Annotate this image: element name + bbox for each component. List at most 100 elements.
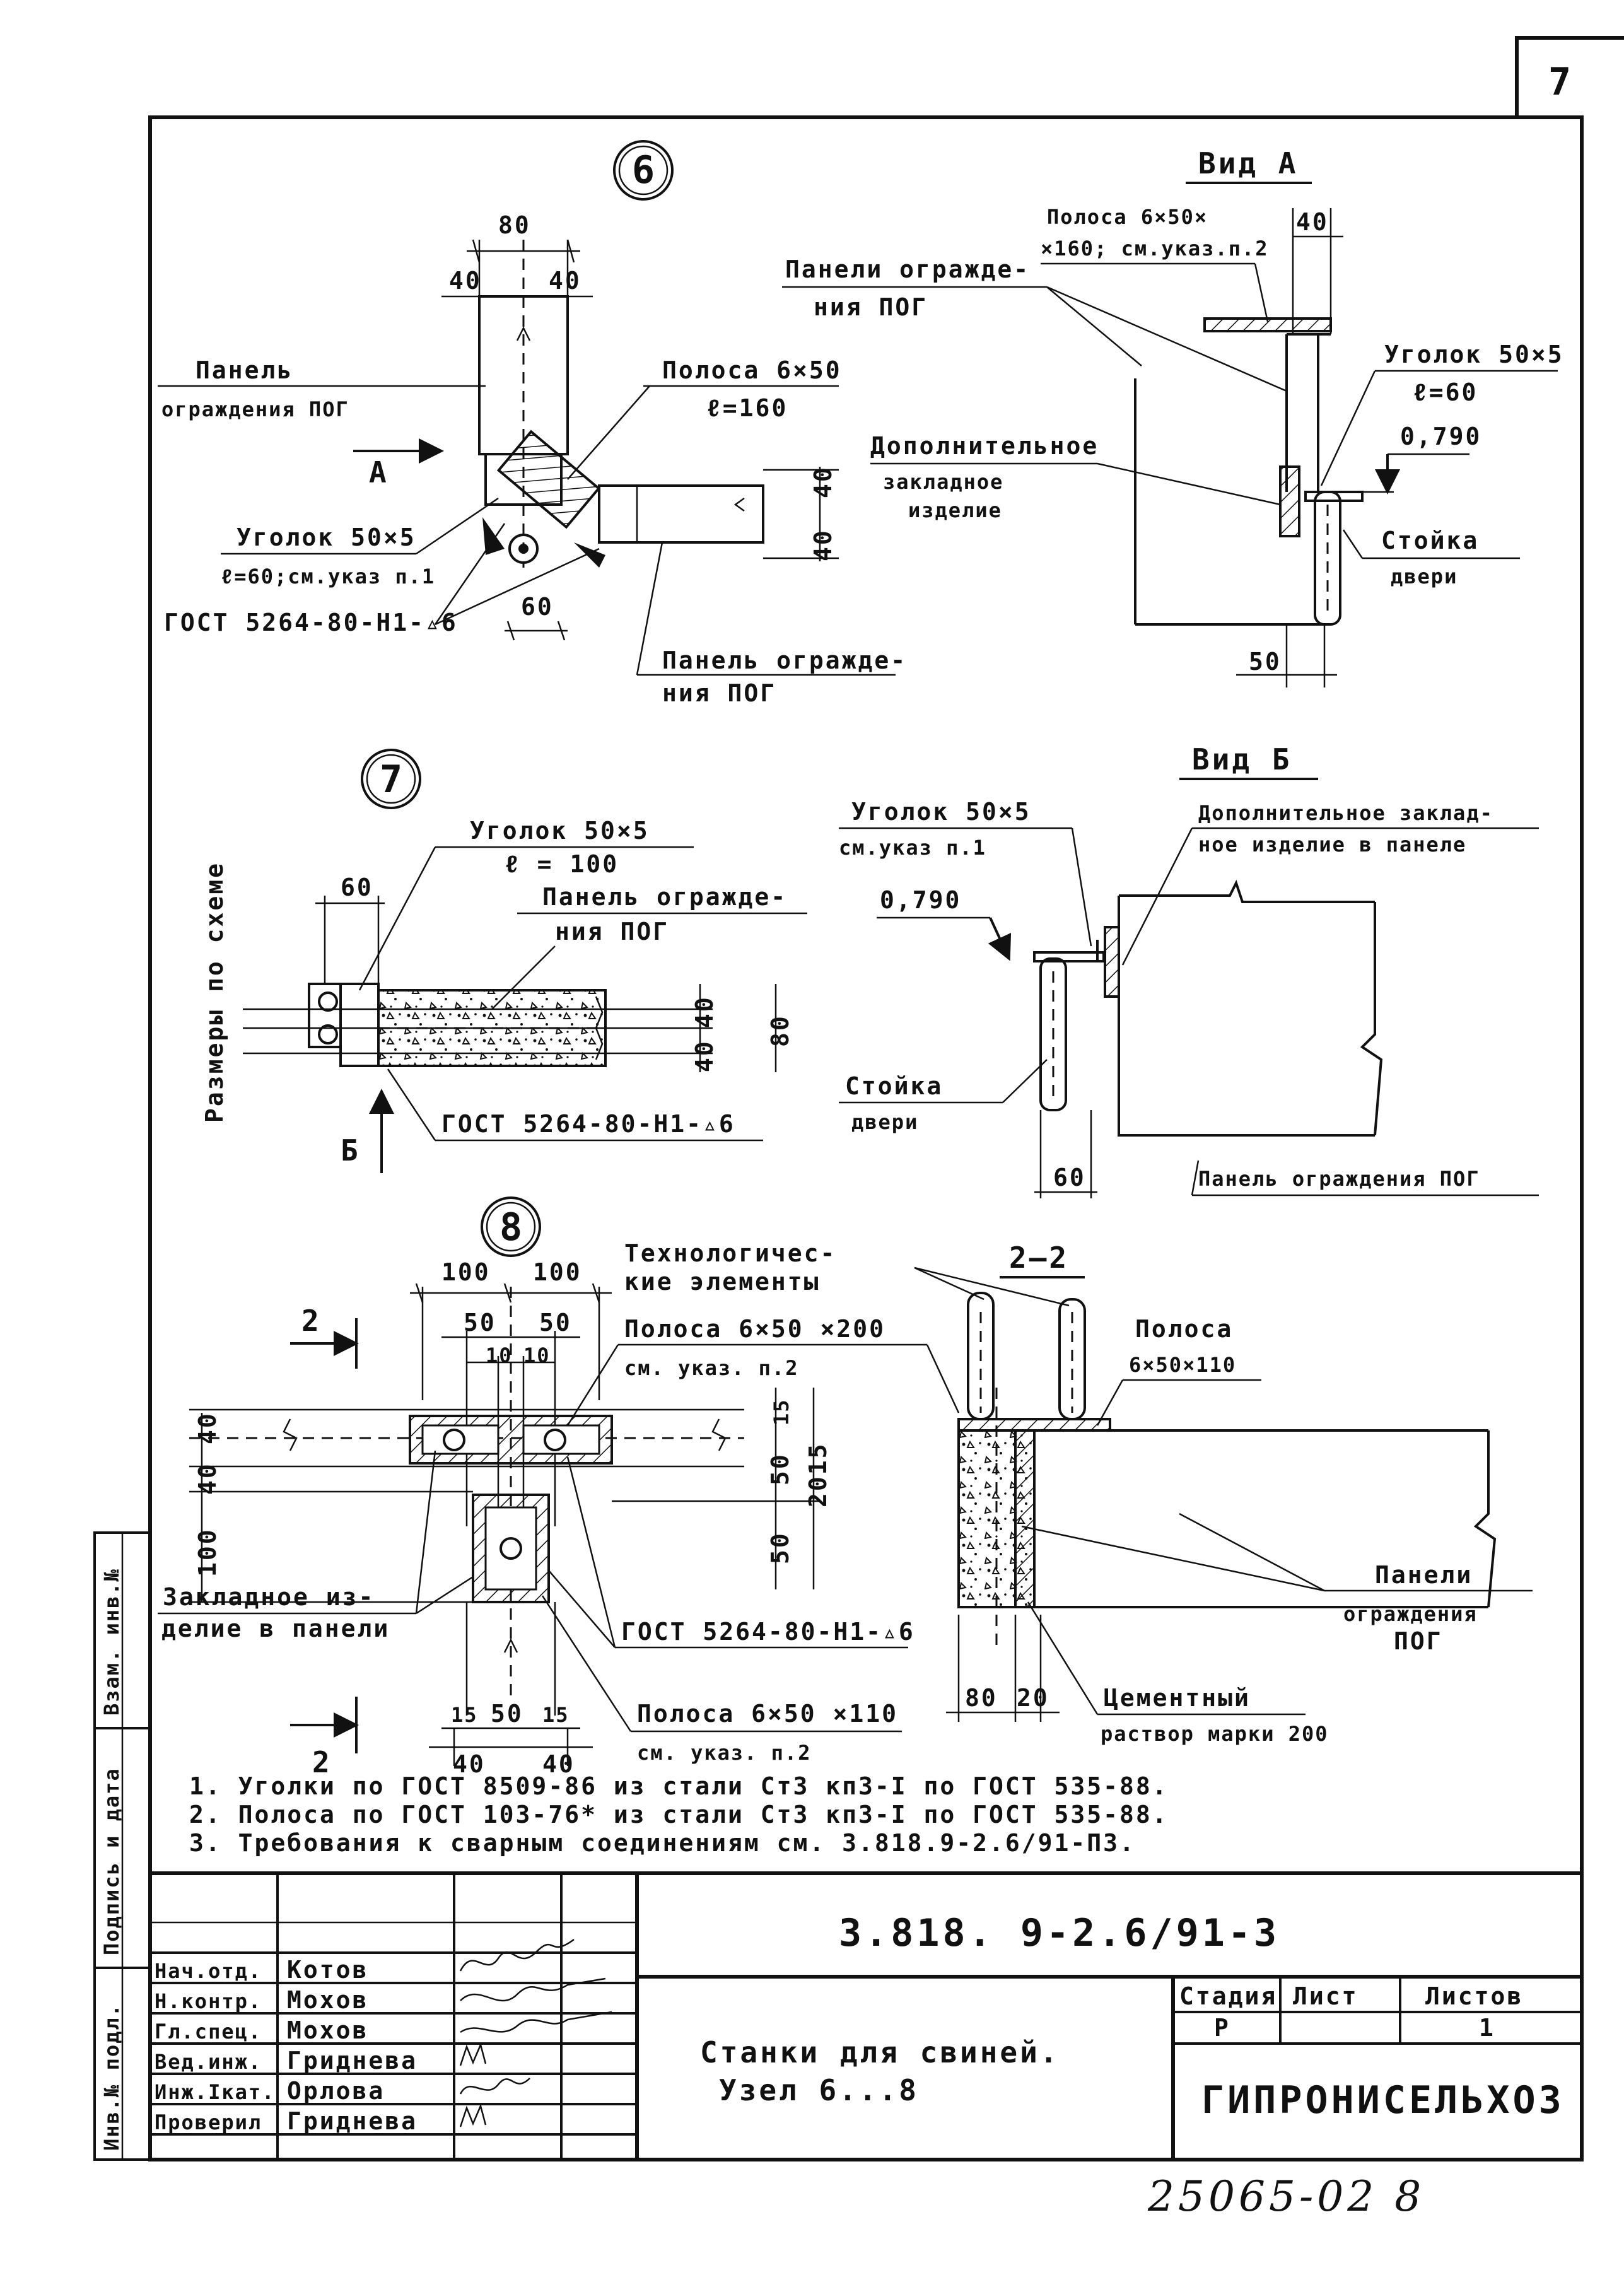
- stage-value: Р: [1214, 2014, 1230, 2042]
- view-b-extra-1: Дополнительное заклад-: [1198, 801, 1493, 825]
- view-b-title: Вид Б: [1192, 742, 1292, 776]
- node7-dim-80: 80: [766, 1014, 794, 1047]
- view-a-strip-2: ×160; см.указ.п.2: [1041, 237, 1269, 260]
- section22-title: 2–2: [1009, 1241, 1069, 1275]
- node7-weld: ГОСТ 5264-80-Н1-▵6: [441, 1110, 735, 1138]
- doc-code: 3.818. 9-2.6/91-3: [839, 1911, 1280, 1955]
- signatures: [459, 1938, 612, 2127]
- note-1: 1. Уголки по ГОСТ 8509-86 из стали Ст3 к…: [189, 1772, 1169, 1800]
- node7-dim-40a: 40: [691, 995, 718, 1028]
- view-b-post-2: двери: [851, 1110, 918, 1134]
- section22-mortar-2: раствор марки 200: [1101, 1722, 1329, 1746]
- node7-arrow-b: Б: [341, 1133, 361, 1167]
- note-3: 3. Требования к сварным соединениям см. …: [189, 1829, 1136, 1857]
- node8-tech-2: кие элементы: [624, 1268, 821, 1296]
- view-a-angle-1: Уголок 50×5: [1384, 341, 1564, 368]
- view-a-post-2: двери: [1391, 564, 1458, 588]
- view-a-dim-50: 50: [1249, 648, 1282, 676]
- node8-dim-100b: 100: [533, 1258, 582, 1286]
- stamp-inv-podl: Инв.№ подл.: [100, 2003, 124, 2151]
- node8-strip-2: см. указ. п.2: [624, 1356, 798, 1380]
- node6-dim-40b: 40: [549, 267, 581, 295]
- node8-embed-1: Закладное из-: [163, 1583, 375, 1611]
- node8-weld: ГОСТ 5264-80-Н1-▵6: [621, 1618, 915, 1646]
- node6-dim-80: 80: [498, 211, 531, 239]
- node6-panel-label-2: ограждения ПОГ: [161, 397, 349, 421]
- title-block: Нач.отд. Котов Н.контр. Мохов Гл.спец. М…: [150, 1871, 1582, 2160]
- node7-panel-1: Панель огражде-: [542, 883, 787, 911]
- node8-dim-40c: 40: [453, 1750, 486, 1778]
- note-2: 2. Полоса по ГОСТ 103-76* из стали Ст3 к…: [189, 1801, 1169, 1828]
- name-1: Мохов: [287, 1986, 368, 2014]
- node8-embed-2: делие в панели: [161, 1615, 390, 1642]
- node6-strip-label-1: Полоса 6×50: [662, 356, 842, 384]
- node8-dim-10a: 10: [486, 1343, 513, 1367]
- node8-dim-15a: 15: [451, 1703, 478, 1727]
- view-a-extra-1: Дополнительное: [870, 432, 1099, 460]
- node8-label: 8: [499, 1205, 525, 1249]
- view-b-dim-60: 60: [1053, 1164, 1086, 1191]
- node-6: 6 80 40 40 40 40 60: [158, 140, 905, 707]
- node8-dim-50c: 50: [766, 1453, 794, 1485]
- section22-mortar-1: Цементный: [1104, 1684, 1251, 1712]
- node8-dim-15: 15: [769, 1398, 793, 1425]
- sheets-value: 1: [1479, 2014, 1495, 2042]
- view-b-angle-1: Уголок 50×5: [851, 798, 1031, 826]
- node8-section-top: 2: [301, 1304, 322, 1338]
- node6-strip-label-2: ℓ=160: [706, 394, 788, 422]
- sheets-header: Листов: [1425, 1982, 1523, 2010]
- node7-label: 7: [380, 757, 406, 802]
- node7-dim-60: 60: [341, 874, 373, 901]
- node8-dim-40d: 40: [542, 1750, 575, 1778]
- role-5: Проверил: [155, 2110, 262, 2134]
- page-number: 7: [1548, 60, 1574, 104]
- view-a-title: Вид А: [1198, 146, 1298, 180]
- role-0: Нач.отд.: [155, 1959, 262, 1983]
- node6-dim-40a: 40: [449, 267, 482, 295]
- node6-label: 6: [632, 148, 658, 192]
- section22-panels-2: ограждения: [1343, 1602, 1478, 1626]
- view-a-dim-40: 40: [1296, 208, 1329, 236]
- node8-strip-1: Полоса 6×50 ×200: [624, 1315, 885, 1343]
- view-a-extra-2: закладное: [883, 470, 1003, 494]
- bottom-code: 25065-02 8: [1147, 2172, 1425, 2221]
- sheet-header: Лист: [1293, 1982, 1358, 2010]
- node8-dim-100a: 100: [441, 1258, 491, 1286]
- node7-angle-2: ℓ = 100: [505, 850, 619, 878]
- name-0: Котов: [287, 1956, 368, 1984]
- node8-strip2-1: Полоса 6×50 ×110: [637, 1700, 898, 1728]
- view-b-panel: Панель ограждения ПОГ: [1198, 1167, 1480, 1191]
- view-b-angle-2: см.указ п.1: [839, 836, 986, 860]
- section22-panels-3: ПОГ: [1394, 1627, 1443, 1655]
- node7-dim-40b: 40: [691, 1039, 718, 1072]
- node8-dim-50a: 50: [464, 1309, 496, 1337]
- notes: 1. Уголки по ГОСТ 8509-86 из стали Ст3 к…: [189, 1772, 1169, 1857]
- view-b-post-1: Стойка: [845, 1072, 943, 1100]
- view-a-extra-3: изделие: [908, 498, 1002, 522]
- org-name: ГИПРОНИСЕЛЬХОЗ: [1201, 2078, 1565, 2122]
- view-a-panels-1: Панели огражде-: [785, 255, 1030, 283]
- node7-angle-1: Уголок 50×5: [470, 817, 650, 845]
- stage-header: Стадия: [1179, 1982, 1277, 2010]
- node6-dim-40d: 40: [809, 529, 837, 561]
- node7-side-label: Размеры по схеме: [201, 862, 228, 1123]
- view-a-panels-2: ния ПОГ: [814, 293, 928, 321]
- node6-angle-label-1: Уголок 50×5: [237, 523, 416, 551]
- section-2-2: 2–2 Полоса 6×50×110 Панели ограждения ПО…: [914, 1241, 1533, 1746]
- section22-strip-2: 6×50×110: [1129, 1353, 1236, 1377]
- doc-name-2: Узел 6...8: [719, 2073, 919, 2107]
- node8-dim-10b: 10: [523, 1343, 551, 1367]
- name-5: Гриднева: [287, 2107, 418, 2135]
- role-1: Н.контр.: [155, 1989, 262, 2013]
- name-2: Мохов: [287, 2016, 368, 2044]
- node6-panel-label-1: Панель: [196, 356, 293, 384]
- side-stamp: Взам. инв.№ Подпись и дата Инв.№ подл.: [93, 1531, 151, 2161]
- view-b: Вид Б Уголок 50×5 см.указ п.1 Дополнител…: [839, 742, 1539, 1198]
- section22-strip-1: Полоса: [1135, 1315, 1233, 1343]
- view-a-strip-1: Полоса 6×50×: [1047, 205, 1208, 229]
- node8-dim-40a: 40: [194, 1412, 221, 1444]
- node6-angle-label-2: ℓ=60;см.указ п.1: [221, 564, 435, 588]
- node6-arrow-a: А: [369, 455, 389, 489]
- view-a: Вид А Полоса 6×50× ×160; см.указ.п.2 40 …: [782, 146, 1564, 687]
- node8-section-bottom: 2: [312, 1745, 332, 1779]
